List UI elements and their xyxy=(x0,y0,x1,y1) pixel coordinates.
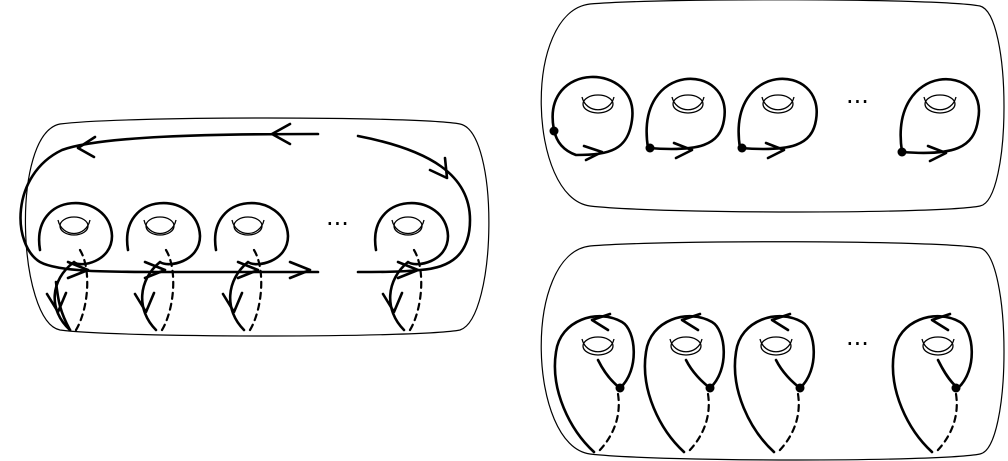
top-right-surface-outline xyxy=(541,0,1004,212)
bottom-right-ellipsis: ··· xyxy=(846,330,869,358)
bottom-right-surface-panel: ··· xyxy=(541,242,1004,460)
bottom-right-handle-n xyxy=(893,314,972,452)
bottom-right-handle-2 xyxy=(645,314,724,452)
left-bottom-arrow-4 xyxy=(290,262,310,278)
left-left-arrow xyxy=(78,137,95,157)
left-ellipsis: ··· xyxy=(326,210,349,238)
top-right-surface-panel: ··· xyxy=(541,0,1004,212)
top-right-handle-2 xyxy=(646,79,725,158)
left-surface-panel: ··· xyxy=(21,118,489,336)
top-right-handle-1 xyxy=(550,77,633,160)
bottom-right-handle-1 xyxy=(555,314,634,452)
left-handle-2 xyxy=(127,203,200,330)
top-right-handle-n xyxy=(898,79,979,161)
top-right-handle-3 xyxy=(738,79,817,158)
top-right-ellipsis: ··· xyxy=(846,88,869,116)
bottom-right-handle-3 xyxy=(735,314,814,452)
